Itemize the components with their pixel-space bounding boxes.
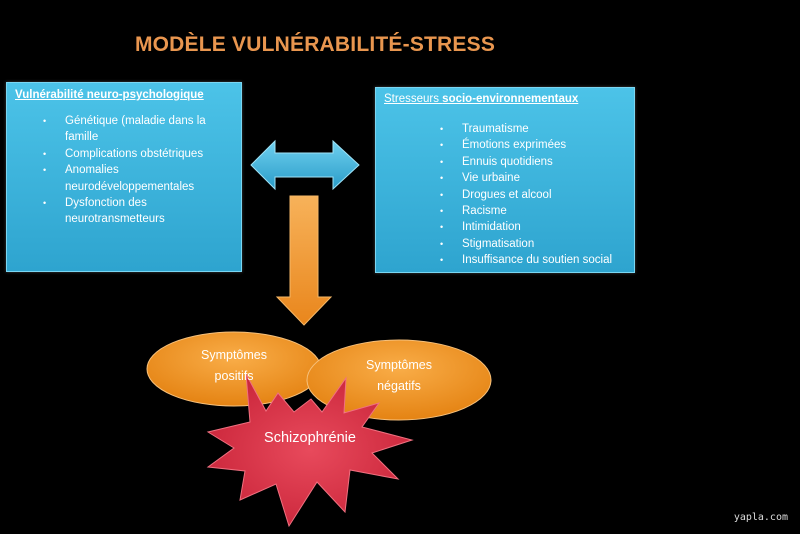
list-item: Insuffisance du soutien social: [440, 252, 626, 269]
list-item: Émotions exprimées: [440, 137, 626, 154]
positive-symptoms-label: Symptômes positifs: [201, 348, 267, 383]
list-item: Dysfonction des neurotransmetteurs: [43, 195, 233, 228]
schizophrenia-label: Schizophrénie: [264, 430, 356, 446]
list-item: Ennuis quotidiens: [440, 154, 626, 171]
site-credit: yapla.com: [733, 512, 788, 523]
stressors-heading: Stresseurs socio-environnementaux: [384, 93, 579, 105]
stressors-box: Stresseurs socio-environnementaux Trauma…: [375, 87, 635, 273]
list-item: Drogues et alcool: [440, 187, 626, 204]
list-item: Génétique (maladie dans la famille: [43, 113, 233, 146]
vulnerability-heading: Vulnérabilité neuro-psychologique: [15, 89, 204, 101]
diagram-title: MODÈLE VULNÉRABILITÉ-STRESS: [134, 33, 496, 56]
list-item: Anomalies neurodéveloppementales: [43, 162, 233, 195]
list-item: Traumatisme: [440, 121, 626, 138]
negative-symptoms-label: Symptômes négatifs: [366, 358, 432, 393]
schizophrenia-star: [206, 373, 414, 528]
list-item: Vie urbaine: [440, 170, 626, 187]
list-item: Intimidation: [440, 219, 626, 236]
list-item: Racisme: [440, 203, 626, 220]
list-item: Complications obstétriques: [43, 146, 233, 163]
negative-symptoms-ellipse: [306, 339, 492, 421]
down-arrow: [275, 195, 333, 326]
list-item: Stigmatisation: [440, 236, 626, 253]
double-arrow: [250, 139, 360, 191]
stressors-list: Traumatisme Émotions exprimées Ennuis qu…: [384, 121, 626, 269]
vulnerability-box: Vulnérabilité neuro-psychologique Généti…: [6, 82, 242, 272]
vulnerability-list: Génétique (maladie dans la famille Compl…: [15, 113, 233, 228]
